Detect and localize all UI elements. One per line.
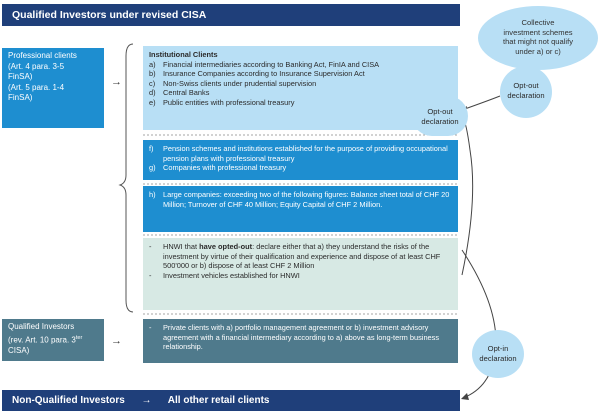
- list-item: a) Financial intermediaries according to …: [149, 60, 452, 70]
- professional-clients-line: FinSA): [8, 72, 33, 81]
- professional-clients-box: Professional clients (Art. 4 para. 3-5 F…: [2, 48, 104, 128]
- qualified-investors-box: Qualified Investors (rev. Art. 10 para. …: [2, 319, 104, 361]
- opt-out-label: Opt-out: [427, 107, 453, 116]
- item-text: Financial intermediaries according to Ba…: [163, 59, 380, 69]
- item-text-start: HNWI that: [163, 242, 200, 251]
- opt-out-label: declaration: [421, 116, 459, 126]
- item-text: HNWI that have opted-out: declare either…: [163, 242, 452, 271]
- item-marker: b): [149, 69, 156, 79]
- private-clients-block: - Private clients with a) portfolio manag…: [143, 319, 458, 363]
- curly-bracket: [118, 43, 134, 313]
- item-marker: a): [149, 59, 156, 69]
- opt-out-label: Opt-out: [513, 81, 539, 90]
- item-marker: g): [149, 163, 156, 173]
- hnwi-block: - HNWI that have opted-out: declare eith…: [143, 238, 458, 310]
- institutional-clients-title: Institutional Clients: [149, 50, 218, 59]
- item-marker: -: [149, 270, 152, 280]
- retail-clients-label: All other retail clients: [167, 395, 270, 406]
- arrow-right-icon: →: [111, 335, 122, 347]
- item-marker: c): [149, 78, 156, 88]
- professional-clients-line: (Art. 5 para. 1-4: [8, 82, 65, 92]
- list-item: e) Public entities with professional trea…: [149, 98, 452, 108]
- arrow-right-icon: →: [111, 76, 122, 88]
- qualified-investors-line: CISA): [8, 345, 30, 355]
- list-item: - Investment vehicles established for HN…: [149, 271, 452, 281]
- opt-in-label: declaration: [479, 353, 517, 363]
- non-qualified-investors-bar: Non-Qualified Investors → All other reta…: [2, 390, 460, 411]
- list-item: b) Insurance Companies according to Insur…: [149, 69, 452, 79]
- qualified-investors-ref: (rev. Art. 10 para. 3: [8, 335, 76, 345]
- item-marker: e): [149, 97, 156, 107]
- qualified-investors-superscript: ter: [75, 334, 83, 341]
- opt-out-arc: [461, 115, 474, 276]
- collective-line: under a) or c): [515, 46, 561, 56]
- item-marker: f): [149, 144, 154, 153]
- list-item: c) Non-Swiss clients under prudential sup…: [149, 79, 452, 89]
- opt-in-declaration-circle: Opt-in declaration: [472, 330, 524, 378]
- item-marker: -: [149, 323, 152, 332]
- item-text: Public entities with professional treasu…: [163, 97, 295, 107]
- arrow-right-icon: →: [141, 395, 152, 406]
- item-marker: h): [149, 190, 156, 199]
- opt-out-label: declaration: [507, 90, 545, 100]
- large-companies-block: h) Large companies: exceeding two of the …: [143, 186, 458, 232]
- list-item: g) Companies with professional treasury: [149, 163, 452, 173]
- collective-line: Collective: [521, 18, 555, 27]
- institutional-clients-block: Institutional Clients a) Financial interm…: [143, 46, 458, 130]
- pension-schemes-block: f) Pension schemes and institutions estab…: [143, 140, 458, 180]
- professional-clients-line: (Art. 4 para. 3-5: [8, 61, 65, 71]
- collective-schemes-ellipse: Collective investment schemes that might…: [478, 6, 598, 70]
- professional-clients-line: FinSA): [8, 93, 33, 102]
- opt-in-arrow-head: [461, 393, 469, 400]
- item-marker: -: [149, 242, 152, 251]
- list-item: - HNWI that have opted-out: declare eith…: [149, 242, 452, 271]
- item-text-end: : declare either that a) they understand…: [163, 242, 441, 271]
- item-text: Large companies: exceeding two of the fo…: [163, 190, 450, 209]
- item-text: Investment vehicles established for HNWI: [163, 270, 300, 280]
- item-marker: d): [149, 88, 156, 98]
- item-text-bold: have opted-out: [199, 242, 253, 251]
- opt-out-declaration-circle: Opt-out declaration: [500, 66, 552, 118]
- list-item: d) Central Banks: [149, 88, 452, 98]
- list-item: h) Large companies: exceeding two of the …: [149, 190, 452, 209]
- qualified-investors-line: Qualified Investors: [8, 322, 75, 331]
- collective-line: that might not qualify: [502, 37, 574, 47]
- opt-in-label: Opt-in: [487, 344, 509, 353]
- list-item: f) Pension schemes and institutions estab…: [149, 144, 452, 163]
- item-text: Non-Swiss clients under prudential super…: [163, 78, 317, 88]
- item-text: Central Banks: [163, 88, 210, 98]
- opt-out-declaration-badge: Opt-out declaration: [412, 96, 468, 136]
- item-text: Private clients with a) portfolio manage…: [163, 323, 440, 352]
- non-qualified-label: Non-Qualified Investors: [12, 395, 125, 406]
- list-item: - Private clients with a) portfolio manag…: [149, 323, 452, 352]
- item-text: Insurance Companies according to Insuran…: [163, 69, 365, 79]
- page-title: Qualified Investors under revised CISA: [2, 4, 460, 26]
- item-text: Pension schemes and institutions establi…: [163, 144, 448, 163]
- professional-clients-line: Professional clients: [8, 51, 77, 60]
- item-text: Companies with professional treasury: [163, 163, 287, 173]
- qualified-investors-line: (rev. Art. 10 para. 3ter: [8, 333, 104, 346]
- collective-line: investment schemes: [503, 27, 573, 37]
